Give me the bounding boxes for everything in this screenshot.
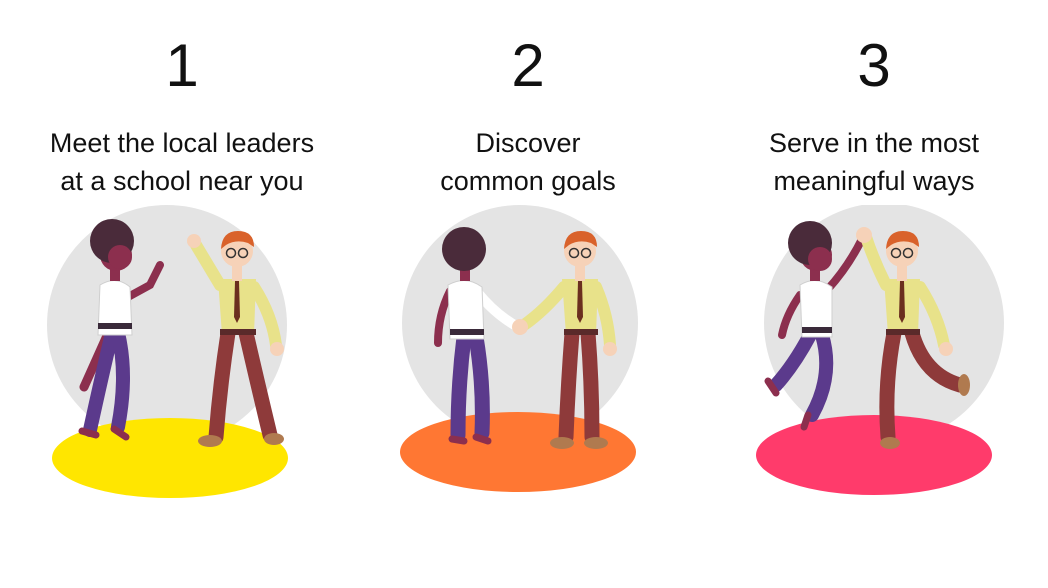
caption-line: at a school near you [60,166,304,196]
floor-ellipse [756,415,992,495]
step-number: 1 [165,32,199,99]
step-2: 2 Discover common goals [358,0,698,588]
handshake [512,319,528,335]
caption-line: common goals [440,166,616,196]
step-caption: Meet the local leaders at a school near … [12,124,352,200]
high-five-hands [856,227,872,243]
floor-ellipse [52,418,288,498]
step-number: 3 [857,32,891,99]
caption-line: Meet the local leaders [49,128,315,158]
step-3: 3 Serve in the most meaningful ways [704,0,1044,588]
woman-figure [764,221,866,431]
man-figure [856,227,970,449]
step-caption: Discover common goals [358,124,698,200]
step-number: 2 [511,32,545,99]
step-illustration [724,205,1024,515]
man-figure [187,231,284,447]
high-five-illustration [756,205,1004,495]
caption-line: Serve in the most [768,128,980,158]
meet-illustration [47,205,288,498]
step-illustration [32,205,332,515]
step-illustration [378,205,678,515]
floor-ellipse [400,412,636,492]
man-figure [512,231,617,449]
waving-hand [187,234,201,248]
step-caption: Serve in the most meaningful ways [704,124,1044,200]
caption-line: Discover [475,128,581,158]
handshake-illustration [400,205,638,492]
caption-line: meaningful ways [773,166,975,196]
step-1: 1 Meet the local leaders at a school nea… [12,0,352,588]
woman-figure [78,219,164,441]
